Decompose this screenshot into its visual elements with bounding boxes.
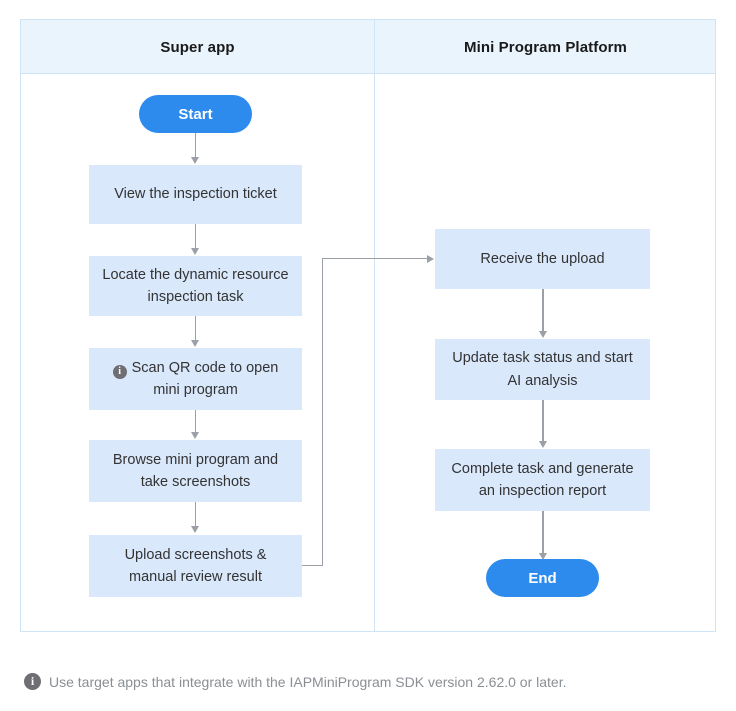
arrowhead-update-to-complete [538, 441, 547, 448]
swimlane-table: Super app Mini Program Platform [20, 19, 716, 632]
node-view-inspection-ticket[interactable]: View the inspection ticket [89, 165, 302, 224]
connector-complete-to-end [542, 511, 544, 554]
node-view-inspection-ticket-label: View the inspection ticket [114, 186, 277, 203]
arrowhead-upload-to-receive [427, 254, 434, 263]
node-receive-upload-label: Receive the upload [480, 250, 605, 267]
connector-start-to-view-ticket [194, 133, 197, 158]
node-complete-task-report[interactable]: Complete task and generate an inspection… [435, 449, 650, 511]
arrowhead-scan-qr-to-browse [191, 432, 199, 439]
connector-view-ticket-to-locate-task [194, 224, 197, 249]
node-locate-dynamic-resource-task-label: Locate the dynamic resource inspection t… [102, 266, 289, 305]
column-header-super-app: Super app [160, 38, 235, 56]
arrowhead-complete-to-end [538, 553, 547, 560]
node-scan-qr-code-content: i Scan QR code to open mini program [99, 357, 292, 402]
column-divider [374, 20, 375, 631]
column-header-mini-program-platform: Mini Program Platform [464, 38, 627, 56]
node-upload-screenshots[interactable]: Upload screenshots & manual review resul… [89, 535, 302, 597]
footnote-text: Use target apps that integrate with the … [49, 673, 567, 690]
arrowhead-start-to-view-ticket [191, 157, 199, 164]
node-upload-screenshots-label: Upload screenshots & manual review resul… [124, 546, 267, 585]
node-receive-upload[interactable]: Receive the upload [435, 229, 650, 289]
node-update-task-status[interactable]: Update task status and start AI analysis [435, 339, 650, 400]
node-end-label: End [528, 569, 557, 587]
node-start[interactable]: Start [139, 95, 252, 133]
info-circle-icon: i [112, 364, 127, 379]
node-complete-task-report-label: Complete task and generate an inspection… [451, 460, 634, 499]
connector-upload-to-receive-segment-up [321, 258, 323, 566]
node-browse-and-screenshot[interactable]: Browse mini program and take screenshots [89, 440, 302, 502]
connector-update-to-complete [542, 400, 544, 442]
connector-scan-qr-to-browse [194, 410, 197, 433]
info-circle-icon: i [24, 673, 41, 690]
node-locate-dynamic-resource-task[interactable]: Locate the dynamic resource inspection t… [89, 256, 302, 316]
node-start-label: Start [178, 105, 213, 123]
node-scan-qr-code[interactable]: i Scan QR code to open mini program [89, 348, 302, 410]
connector-receive-to-update [542, 289, 544, 332]
node-end[interactable]: End [486, 559, 599, 597]
swimlane-header-row [21, 20, 715, 74]
arrowhead-locate-task-to-scan-qr [191, 340, 199, 347]
node-browse-and-screenshot-label: Browse mini program and take screenshots [112, 451, 279, 490]
arrowhead-browse-to-upload [191, 526, 199, 533]
connector-upload-to-receive-segment-right [302, 565, 323, 567]
arrowhead-receive-to-update [538, 331, 547, 338]
node-update-task-status-label: Update task status and start AI analysis [452, 350, 633, 389]
connector-locate-task-to-scan-qr [194, 316, 197, 341]
connector-browse-to-upload [194, 502, 197, 527]
node-scan-qr-code-label: Scan QR code to open mini program [131, 359, 279, 398]
footnote: i Use target apps that integrate with th… [24, 673, 566, 690]
connector-upload-to-receive-segment-across [322, 258, 428, 260]
arrowhead-view-ticket-to-locate-task [191, 248, 199, 255]
